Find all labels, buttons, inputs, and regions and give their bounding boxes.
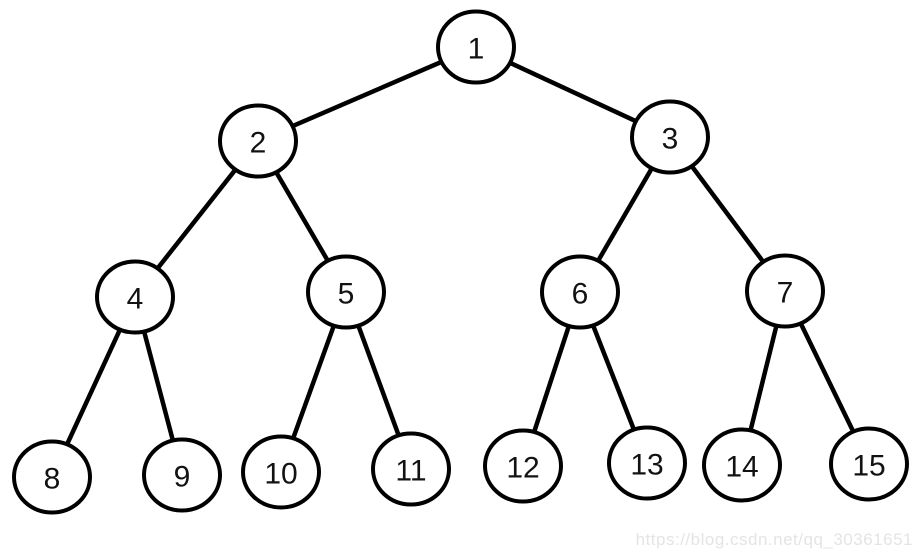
- tree-node-circle-2: [218, 103, 298, 179]
- tree-node-9: 9: [142, 437, 222, 513]
- tree-node-circle-4: [95, 259, 175, 335]
- tree-node-14: 14: [702, 427, 782, 503]
- tree-node-circle-14: [702, 427, 782, 503]
- tree-node-circle-7: [745, 253, 825, 329]
- tree-node-label-3: 3: [662, 123, 679, 156]
- watermark-text: https://blog.csdn.net/qq_30361651: [635, 530, 913, 549]
- tree-node-circle-1: [436, 9, 516, 85]
- tree-node-label-7: 7: [777, 277, 794, 310]
- tree-node-13: 13: [607, 425, 687, 501]
- tree-node-15: 15: [829, 426, 909, 502]
- tree-node-label-5: 5: [338, 278, 355, 311]
- tree-node-circle-3: [630, 99, 710, 175]
- tree-node-circle-15: [829, 426, 909, 502]
- tree-node-10: 10: [241, 434, 321, 510]
- tree-node-circle-5: [306, 254, 386, 330]
- tree-node-label-4: 4: [127, 283, 144, 316]
- tree-node-label-11: 11: [395, 455, 426, 488]
- tree-node-circle-8: [12, 439, 92, 515]
- tree-node-4: 4: [95, 259, 175, 335]
- tree-node-label-13: 13: [630, 449, 663, 482]
- tree-node-8: 8: [12, 439, 92, 515]
- tree-node-circle-12: [483, 428, 563, 504]
- tree-node-circle-9: [142, 437, 222, 513]
- tree-node-circle-13: [607, 425, 687, 501]
- tree-node-2: 2: [218, 103, 298, 179]
- tree-node-circle-10: [241, 434, 321, 510]
- tree-node-label-10: 10: [264, 458, 297, 491]
- tree-node-1: 1: [436, 9, 516, 85]
- tree-node-6: 6: [540, 254, 620, 330]
- tree-node-12: 12: [483, 428, 563, 504]
- tree-node-3: 3: [630, 99, 710, 175]
- tree-node-circle-6: [540, 254, 620, 330]
- tree-node-label-8: 8: [44, 463, 61, 496]
- tree-node-7: 7: [745, 253, 825, 329]
- tree-node-label-9: 9: [174, 461, 191, 494]
- tree-node-label-6: 6: [572, 278, 589, 311]
- tree-node-label-2: 2: [250, 127, 267, 160]
- tree-node-label-14: 14: [725, 451, 758, 484]
- tree-node-11: 11: [371, 431, 451, 507]
- tree-node-5: 5: [306, 254, 386, 330]
- tree-node-label-15: 15: [852, 450, 885, 483]
- tree-node-circle-11: [371, 431, 451, 507]
- tree-node-label-12: 12: [506, 452, 539, 485]
- tree-node-label-1: 1: [468, 33, 485, 66]
